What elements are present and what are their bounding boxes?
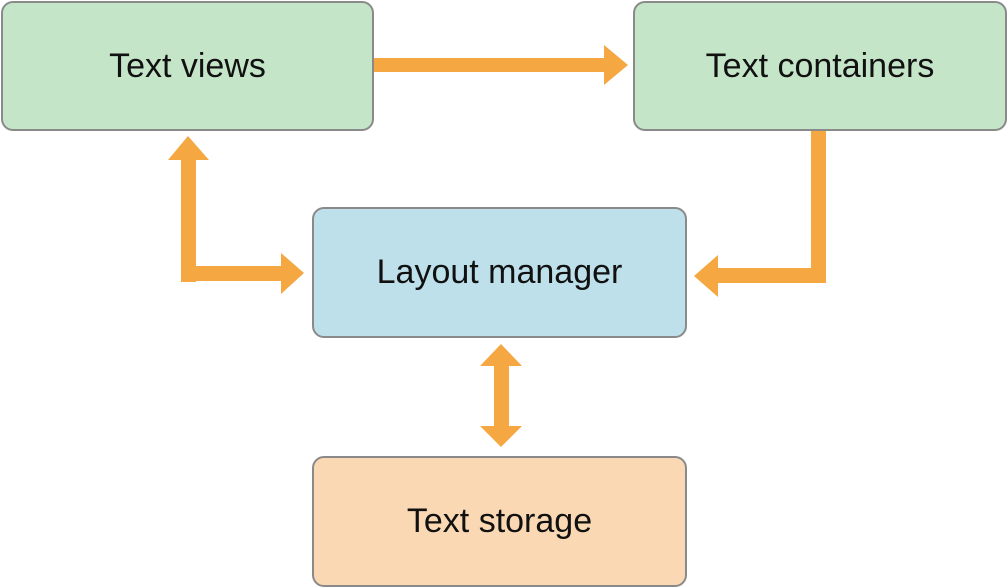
arrow-shaft [374, 58, 608, 72]
arrow-shaft-horizontal [714, 268, 826, 283]
node-text-containers: Text containers [633, 1, 1007, 131]
node-label: Layout manager [376, 253, 623, 291]
node-label: Text containers [705, 46, 935, 85]
arrow-shaft-vertical [811, 131, 826, 283]
node-text-views: Text views [1, 1, 374, 131]
node-text-storage: Text storage [312, 456, 687, 587]
arrow-head-up [168, 136, 209, 160]
arrow-shaft-vertical [181, 156, 196, 282]
arrow-shaft [494, 360, 509, 432]
node-label: Text views [109, 46, 266, 85]
node-layout-manager: Layout manager [312, 207, 687, 338]
arrow-head [604, 45, 628, 85]
arrow-head-up [480, 344, 522, 366]
arrow-head-right [281, 253, 304, 294]
arrow-shaft-horizontal [181, 266, 285, 281]
arrow-views-to-containers [374, 45, 628, 85]
arrow-containers-to-layout [694, 131, 826, 297]
arrow-head-down [480, 426, 522, 447]
arrow-head [694, 255, 718, 297]
arrow-layout-storage-bidirectional [480, 344, 522, 447]
arrow-layout-views-bidirectional [168, 136, 304, 294]
node-label: Text storage [406, 502, 593, 540]
